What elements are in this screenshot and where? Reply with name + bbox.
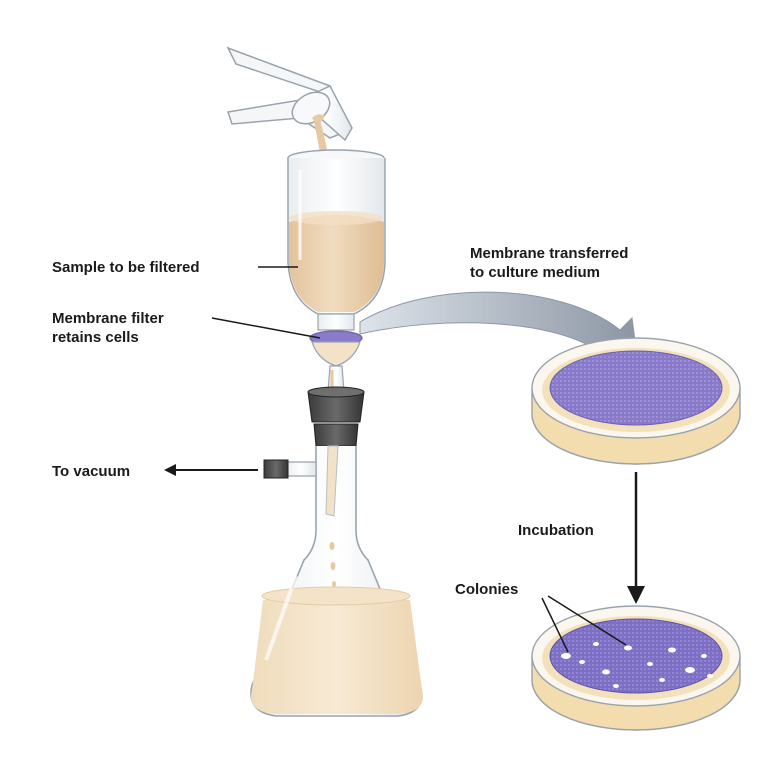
transferred-label-line2: to culture medium: [470, 264, 601, 281]
rubber-stopper: [307, 386, 365, 447]
incubation-label-text: Incubation: [518, 522, 594, 539]
filter-funnel: [287, 149, 386, 315]
petri-dish-membrane: [531, 337, 741, 465]
incubation-arrow: [627, 472, 645, 604]
colonies-label-text: Colonies: [455, 581, 519, 598]
incubation-label: Incubation: [518, 521, 594, 540]
petri-dish-colonies: [531, 605, 741, 731]
vacuum-label-text: To vacuum: [52, 463, 131, 480]
vacuum-side-arm: [263, 459, 317, 479]
membrane-label-line1: Membrane filter: [52, 310, 164, 327]
membrane-label: Membrane filter retains cells: [52, 309, 164, 347]
colonies-leader-line-1: [541, 597, 569, 653]
transferred-label-line1: Membrane transferred: [470, 245, 629, 262]
sample-label: Sample to be filtered: [52, 258, 200, 277]
membrane-label-line2: retains cells: [52, 329, 139, 346]
colonies-label: Colonies: [455, 580, 518, 599]
vacuum-flask: [250, 445, 423, 717]
pouring-beaker: [226, 46, 353, 142]
sample-label-text: Sample to be filtered: [52, 259, 200, 276]
colonies-leader-line-2: [547, 595, 627, 646]
to-vacuum-arrow: [164, 464, 258, 476]
transferred-label: Membrane transferred to culture medium: [470, 244, 628, 282]
membrane-leader-line: [211, 317, 321, 339]
membrane-filter: [309, 313, 363, 393]
colony-dots: [561, 642, 713, 688]
vacuum-label: To vacuum: [52, 462, 130, 481]
